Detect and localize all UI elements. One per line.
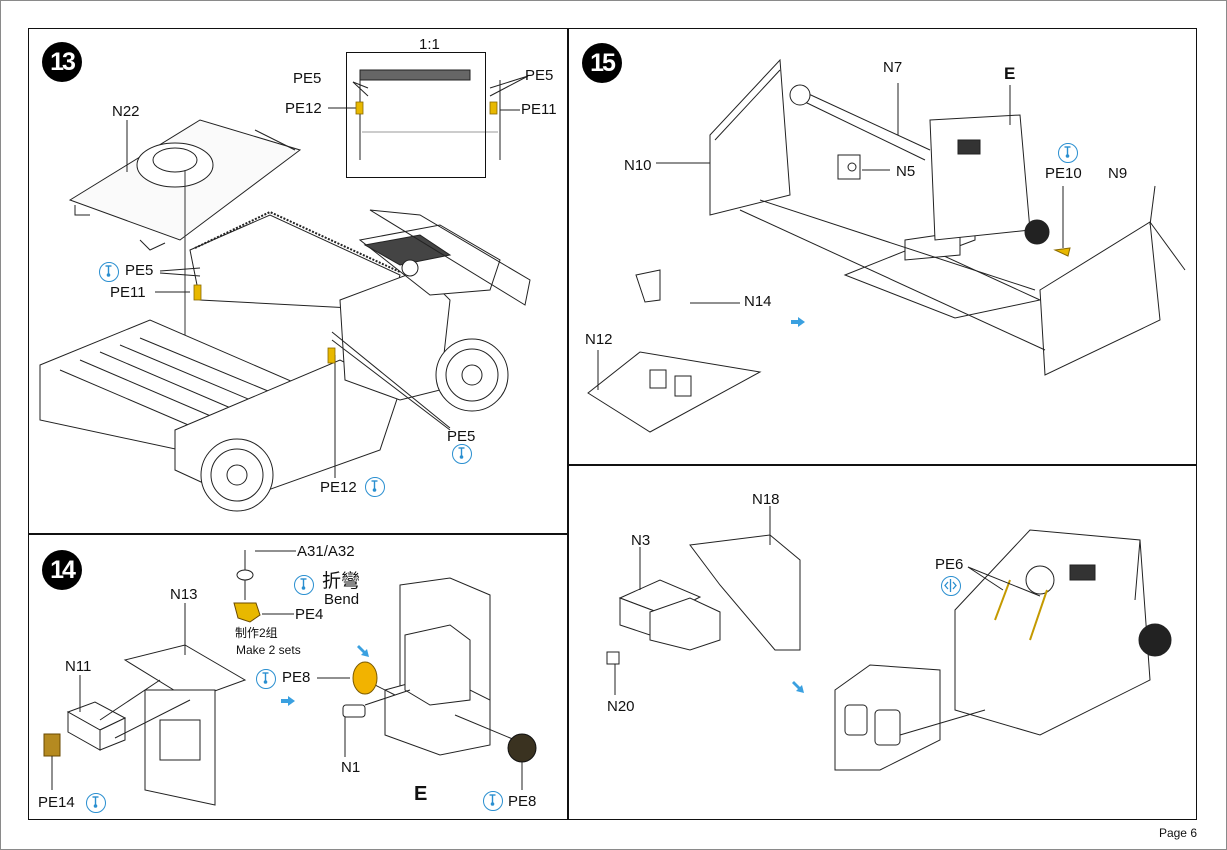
inset-box [346, 52, 486, 178]
label-pe10: PE10 [1045, 165, 1082, 182]
part-n10-panel [656, 58, 791, 216]
inset-scale-view [328, 69, 529, 160]
part-n18 [689, 506, 801, 651]
label-pe6: PE6 [935, 556, 964, 573]
part-n13-frame [123, 603, 247, 806]
label-pe5-lower: PE5 [447, 428, 476, 445]
label-pe5-inset-left: PE5 [293, 70, 322, 87]
label-pe11-main: PE11 [110, 284, 146, 301]
label-n14: N14 [744, 293, 772, 310]
label-pe4: PE4 [295, 606, 324, 623]
arrow-down-right-icon [792, 681, 804, 693]
label-a31-a32: A31/A32 [297, 543, 355, 560]
label-n9: N9 [1108, 165, 1128, 182]
label-e: E [1004, 64, 1016, 83]
label-e: E [414, 783, 428, 805]
label-n1: N1 [341, 759, 361, 776]
label-n10: N10 [624, 157, 652, 174]
label-pe12-inset: PE12 [285, 100, 322, 117]
label-make-cn: 制作2组 [235, 626, 278, 640]
part-a31-a32 [233, 550, 296, 623]
part-n12-base [587, 269, 762, 433]
part-n7-shaft [789, 83, 931, 161]
label-n5: N5 [896, 163, 916, 180]
label-n12: N12 [585, 331, 613, 348]
label-pe8-right: PE8 [508, 793, 537, 810]
scale-note: 1:1 [419, 36, 440, 53]
label-pe14: PE14 [38, 794, 75, 811]
bend-icon [483, 791, 503, 811]
bend-icon [452, 444, 472, 464]
label-pe8-left: PE8 [282, 669, 311, 686]
bend-icon [86, 793, 106, 813]
part-n11 [66, 675, 191, 751]
label-pe12-lower: PE12 [320, 479, 357, 496]
label-n20: N20 [607, 698, 635, 715]
divider-right [567, 464, 1197, 466]
bend-icon [365, 477, 385, 497]
cab-assembly [954, 529, 1172, 736]
step-number-13: 13 [42, 42, 82, 82]
front-hood [834, 664, 986, 771]
arrow-right-icon [791, 317, 805, 327]
instruction-frame [28, 28, 1197, 820]
bend-icon [256, 669, 276, 689]
divider-vertical [567, 28, 569, 820]
label-make-en: Make 2 sets [236, 643, 301, 657]
assembly-e [317, 577, 516, 757]
bend-icon [294, 575, 314, 595]
part-n3 [618, 547, 721, 651]
vehicle-body [39, 209, 531, 512]
step-number-14: 14 [42, 550, 82, 590]
twist-icon [941, 576, 961, 596]
bend-icon [99, 262, 119, 282]
roof-frame-n22 [68, 119, 302, 385]
label-n13: N13 [170, 586, 198, 603]
part-n9-panel [1039, 185, 1186, 376]
page-number: Page 6 [1158, 826, 1197, 840]
divider-left [28, 533, 568, 535]
label-pe5-main: PE5 [125, 262, 154, 279]
label-bend-en: Bend [324, 591, 360, 608]
engine-block-e [929, 85, 1031, 241]
step-number-15: 15 [582, 43, 622, 83]
label-n11: N11 [65, 658, 92, 675]
bend-icon [1058, 143, 1078, 163]
label-n7: N7 [883, 59, 903, 76]
label-n18: N18 [752, 491, 780, 508]
label-n22: N22 [112, 103, 140, 120]
label-n3: N3 [631, 532, 651, 549]
label-pe11-inset: PE11 [521, 101, 557, 118]
arrow-right-icon [281, 696, 295, 706]
label-bend-cn: 折彎 [322, 571, 361, 592]
label-pe5-inset-right: PE5 [525, 67, 554, 84]
arrow-down-right-icon [357, 645, 369, 657]
